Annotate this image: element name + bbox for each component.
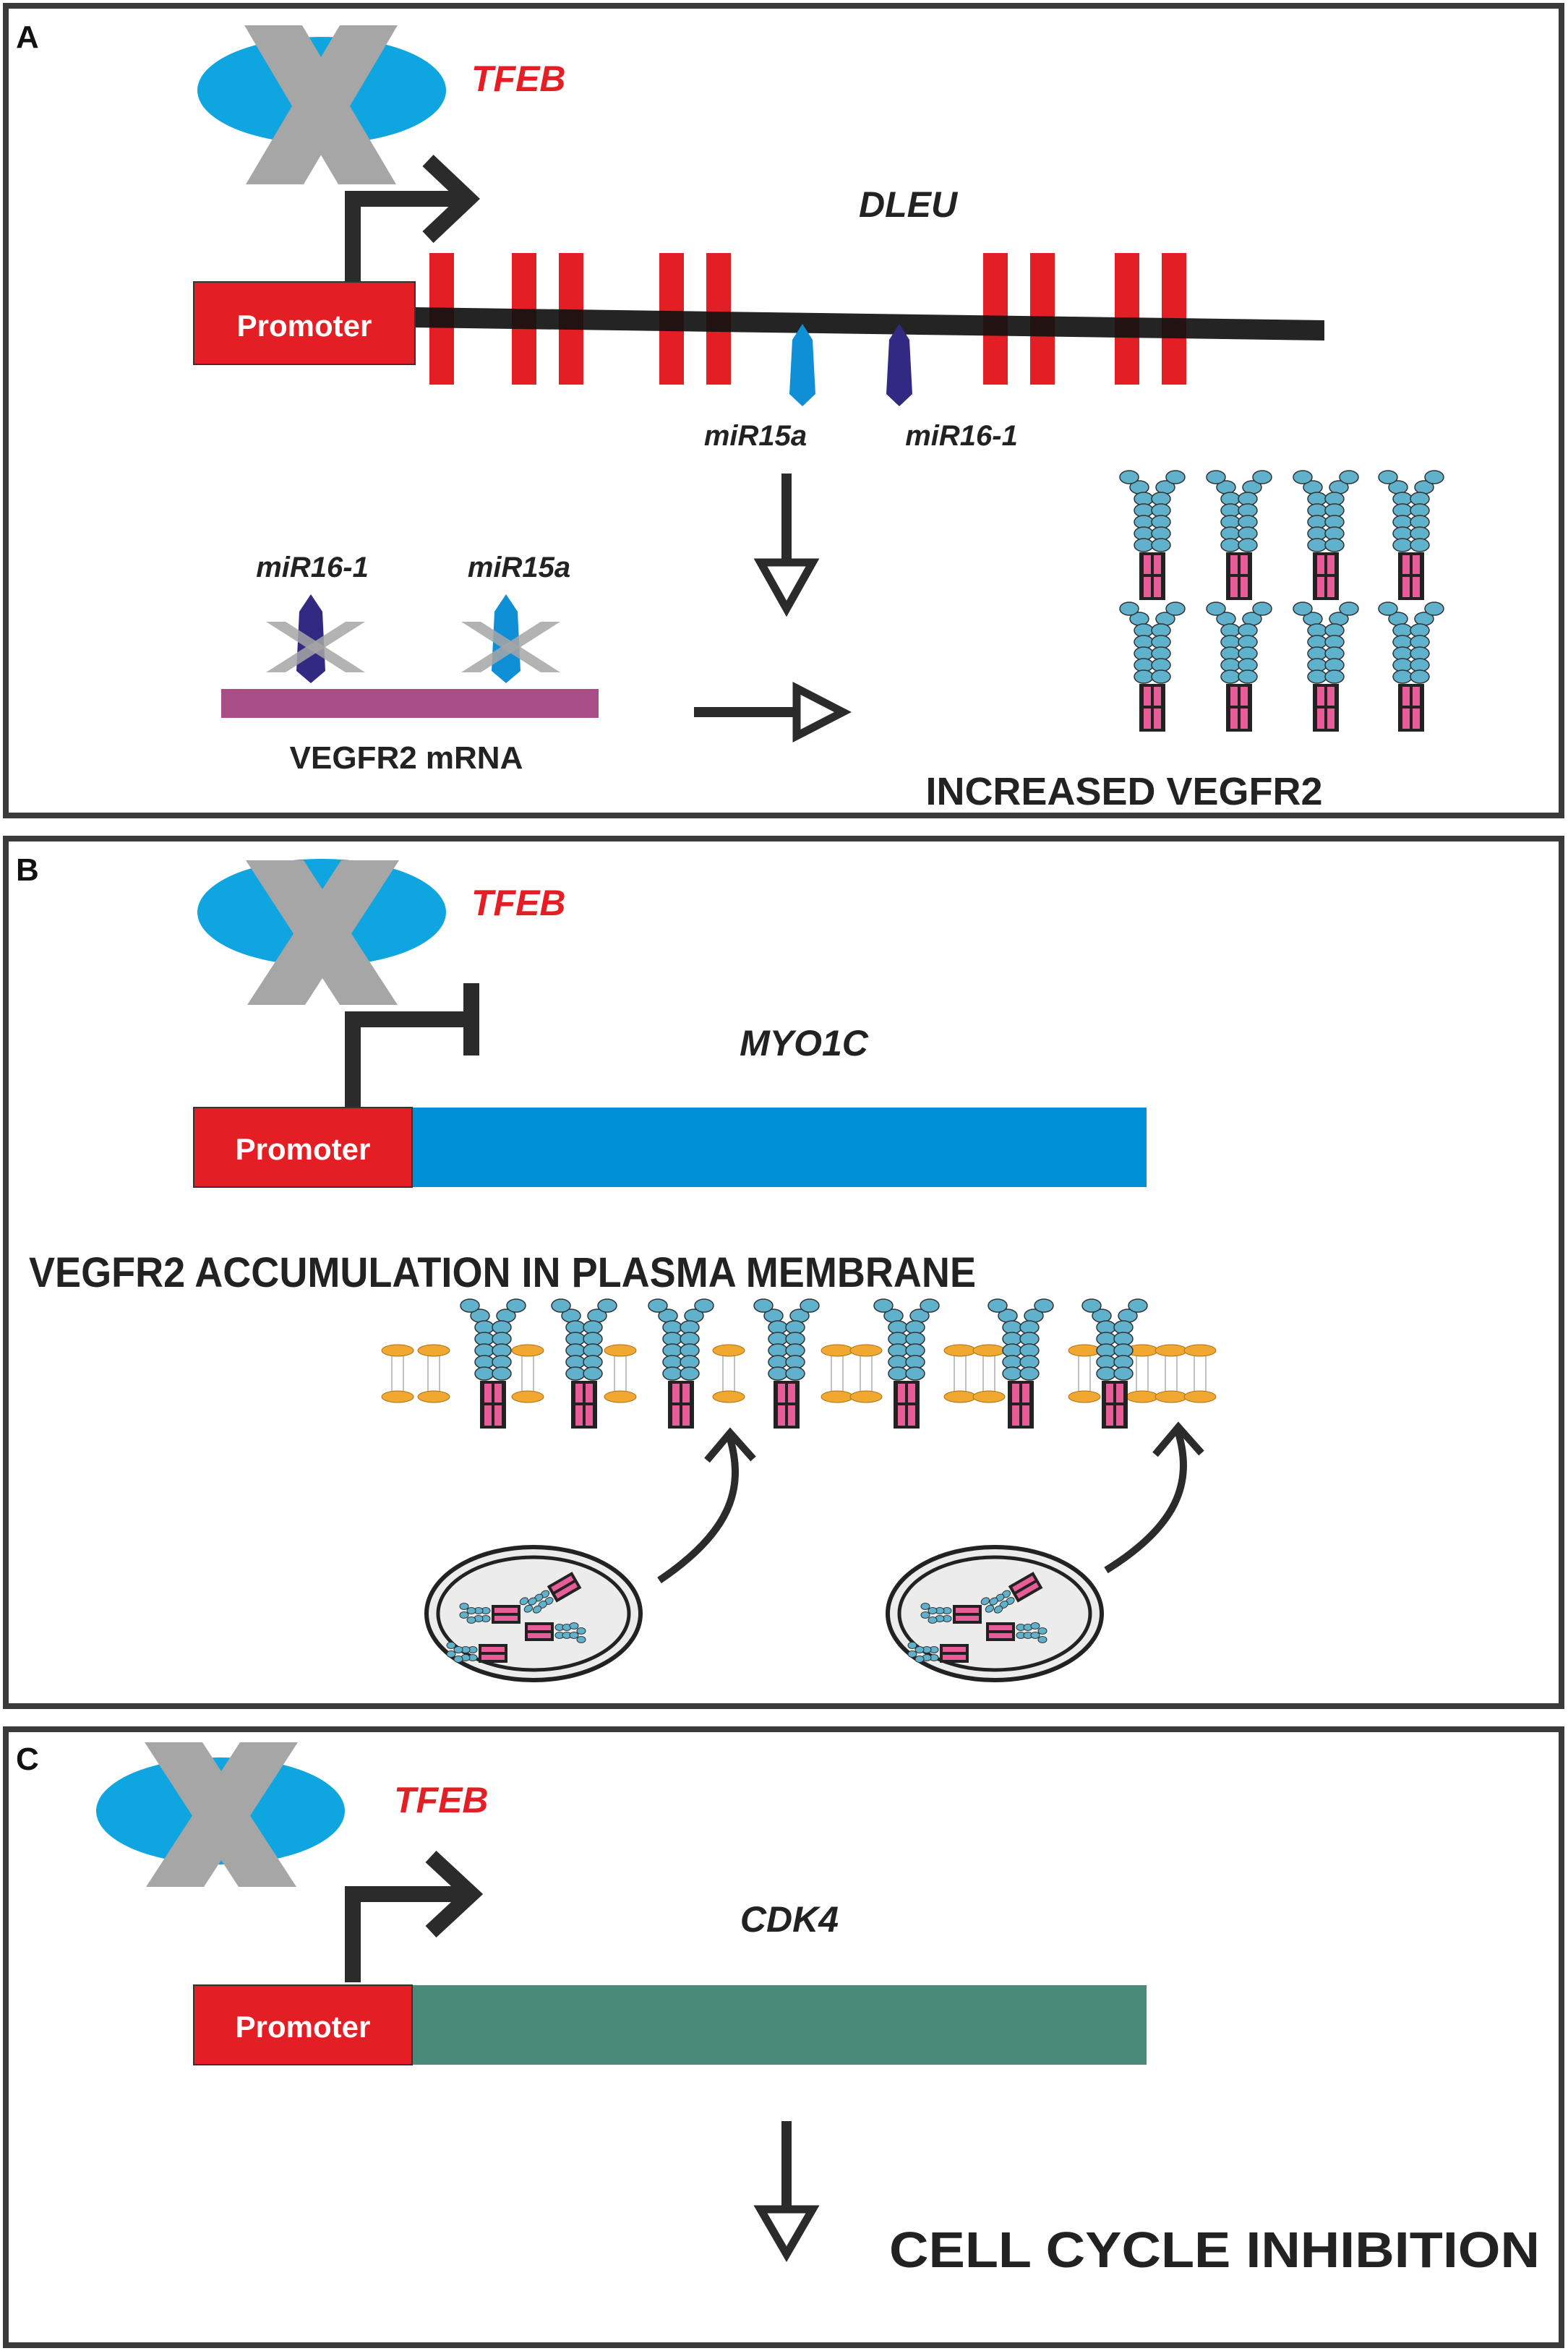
myo1c-gene-bar: [412, 1108, 1147, 1187]
cdk4-gene-bar: [412, 1985, 1147, 2065]
promoter-label-a: Promoter: [237, 309, 372, 343]
panel-b-letter: B: [16, 852, 39, 888]
vesicle-right: [886, 1545, 1104, 1682]
mir16-1-icon: [886, 324, 912, 406]
curved-arrow-right: [1104, 1431, 1187, 1574]
promoter-label-b: Promoter: [236, 1132, 371, 1166]
vegfr2-mrna-bar: [221, 689, 599, 718]
hollow-right-arrow-icon: [694, 681, 852, 743]
vesicle-left: [424, 1545, 643, 1682]
cell-cycle-inhibition-label: CELL CYCLE INHIBITION: [889, 2222, 1540, 2278]
mrna-mir16-1-label: miR16-1: [256, 552, 369, 583]
panel-b-frame: [3, 836, 1564, 1709]
vegfr2-receptor-cluster: [1119, 470, 1444, 732]
arrow-head-c: [425, 1850, 484, 1938]
t-bar-icon: [345, 1011, 470, 1108]
panel-c-letter: C: [16, 1742, 39, 1777]
panel-a-frame: [3, 3, 1564, 818]
bent-arrow-icon: [345, 191, 466, 283]
curved-arrow-right-head: [1152, 1421, 1204, 1457]
promoter-label-c: Promoter: [236, 2010, 371, 2044]
promoter-box-c: [193, 1984, 413, 2065]
panel-c-frame: [3, 1726, 1564, 2348]
membrane-receptors: [460, 1298, 1148, 1429]
promoter-box-a: [193, 281, 416, 365]
mir15a-icon: [789, 324, 815, 406]
panel-c: C TFEB CDK4 Promoter CELL CYCLE INHIBITI…: [3, 1726, 1564, 2348]
curved-arrow-left: [657, 1437, 739, 1584]
curved-arrow-left-head: [704, 1427, 756, 1463]
x-mark-icon: [244, 25, 398, 184]
hollow-down-arrow-icon: [753, 2121, 820, 2262]
gene-label-cdk4: CDK4: [740, 1899, 839, 1940]
tfeb-label-c: TFEB: [394, 1780, 489, 1820]
arrow-head-a: [422, 155, 481, 243]
x-mark-icon: [266, 622, 365, 672]
mir15a-label: miR15a: [704, 420, 807, 452]
promoter-box-b: [193, 1107, 413, 1188]
mrna-mir15a-label: miR15a: [468, 552, 570, 583]
gene-label-myo1c: MYO1C: [740, 1023, 869, 1063]
mir16-1-label: miR16-1: [905, 420, 1018, 452]
gene-label-dleu: DLEU: [859, 184, 959, 225]
bent-arrow-icon: [345, 1886, 468, 1982]
panel-a-letter: A: [16, 20, 39, 55]
dleu-gene-line: [416, 307, 1324, 341]
tfeb-label-a: TFEB: [471, 59, 566, 99]
x-mark-icon: [145, 1742, 298, 1887]
x-mark-icon: [246, 860, 399, 1005]
panel-a: A TFEB DLEU Promoter miR15a miR16-1: [3, 3, 1564, 818]
vegfr2-mrna-label: VEGFR2 mRNA: [290, 740, 523, 776]
increased-vegfr2-label: INCREASED VEGFR2: [925, 770, 1322, 813]
membrane-accumulation-label: VEGFR2 ACCUMULATION IN PLASMA MEMBRANE: [29, 1249, 976, 1296]
tfeb-label-b: TFEB: [471, 883, 566, 923]
hollow-down-arrow-icon: [753, 474, 820, 617]
x-mark-icon: [461, 622, 560, 672]
panel-b: B TFEB MYO1C Promoter VEGFR2 ACCUMULATIO…: [3, 836, 1564, 1709]
